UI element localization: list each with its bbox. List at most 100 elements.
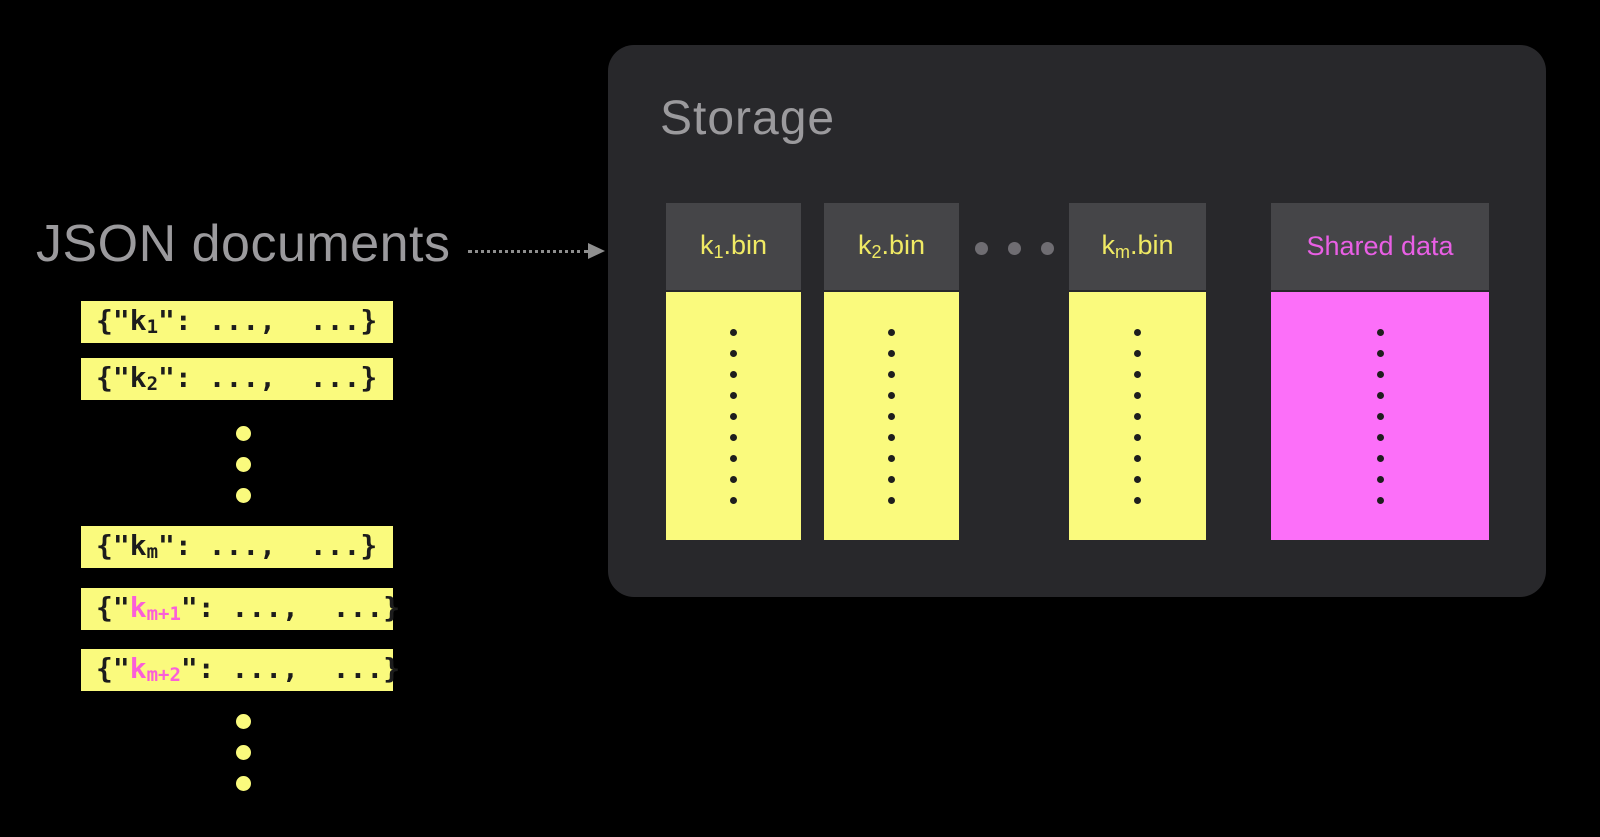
bin-key: k (1101, 230, 1115, 260)
storage-title: Storage (660, 92, 836, 145)
json-doc-km1: {"km+1": ..., ...} (81, 588, 400, 630)
dot (236, 426, 251, 441)
dot (1134, 391, 1141, 399)
dot (1376, 349, 1384, 357)
bin-k1-header: k1.bin (666, 203, 801, 290)
dot (1008, 242, 1021, 255)
dot (1134, 370, 1141, 378)
dot (236, 745, 251, 760)
bin-key-subscript: 2 (871, 242, 882, 262)
doc-rest: ": ..., ...} (158, 529, 378, 562)
dot (888, 475, 895, 483)
json-documents-label: JSON documents (36, 215, 451, 273)
dot (1041, 242, 1054, 255)
dot (888, 391, 895, 399)
dot (1376, 454, 1384, 462)
dot (730, 412, 737, 420)
bin-suffix: .bin (723, 230, 768, 260)
bin-k1-body (666, 292, 801, 540)
bin-key: k (699, 230, 714, 260)
ellipsis-bins (975, 242, 1054, 255)
doc-key-subscript: m+1 (146, 603, 181, 625)
dot (888, 328, 895, 336)
bin-key: k (857, 230, 872, 260)
dot (1376, 412, 1384, 420)
dot (888, 496, 895, 504)
dot (975, 242, 988, 255)
doc-open: {" (96, 529, 130, 562)
doc-key-subscript: m (146, 541, 159, 563)
dot (236, 457, 251, 472)
dot (730, 475, 737, 483)
doc-rest: ": ..., ...} (158, 361, 378, 394)
bin-shared-data: Shared data (1271, 203, 1489, 540)
dot (730, 496, 737, 504)
dot (888, 412, 895, 420)
dot (730, 391, 737, 399)
json-doc-km: {"km": ..., ...} (81, 526, 393, 568)
bin-km-body (1069, 292, 1206, 540)
bin-key-subscript: 1 (713, 242, 724, 262)
dot (236, 488, 251, 503)
doc-text: {"k2": ..., ...} (96, 364, 377, 394)
dot (1134, 412, 1141, 420)
doc-open: {" (96, 591, 130, 624)
doc-rest: ": ..., ...} (158, 304, 378, 337)
dot (730, 370, 737, 378)
bin-km: km.bin (1069, 203, 1206, 540)
doc-open: {" (96, 652, 130, 685)
bin-shared-label: Shared data (1306, 231, 1454, 261)
bin-k2: k2.bin (824, 203, 959, 540)
bin-key-subscript: m (1114, 242, 1130, 262)
arrow-dotted-line (468, 250, 588, 253)
dot (1134, 433, 1141, 441)
doc-key: k (129, 361, 147, 394)
dot (730, 454, 737, 462)
dot (1134, 496, 1141, 504)
dot (1376, 391, 1384, 399)
bin-suffix: .bin (881, 230, 926, 260)
dot (888, 454, 895, 462)
bin-k2-header: k2.bin (824, 203, 959, 290)
dot (1376, 496, 1384, 504)
storage-panel: Storage k1.bin k2.bin km.bin Shared data (608, 45, 1546, 597)
json-doc-k1: {"k1": ..., ...} (81, 301, 393, 343)
doc-text: {"km+2": ..., ...} (96, 655, 400, 685)
bin-suffix: .bin (1129, 230, 1174, 260)
dot (236, 714, 251, 729)
bin-shared-header: Shared data (1271, 203, 1489, 290)
dot (1376, 370, 1384, 378)
bin-k2-body (824, 292, 959, 540)
ellipsis-docs-upper (236, 426, 251, 503)
dot (1134, 328, 1141, 336)
dot (1134, 475, 1141, 483)
doc-rest: ": ..., ...} (180, 652, 401, 685)
doc-text: {"km+1": ..., ...} (96, 594, 400, 624)
doc-key: k (129, 652, 147, 685)
doc-open: {" (96, 361, 130, 394)
dot (888, 370, 895, 378)
doc-key: k (129, 304, 147, 337)
dot (730, 433, 737, 441)
bin-km-header: km.bin (1069, 203, 1206, 290)
doc-key-subscript: m+2 (146, 664, 181, 686)
doc-key-subscript: 1 (146, 316, 159, 338)
dot (730, 328, 737, 336)
dot (888, 349, 895, 357)
dot (1134, 454, 1141, 462)
json-doc-km2: {"km+2": ..., ...} (81, 649, 400, 691)
json-doc-k2: {"k2": ..., ...} (81, 358, 393, 400)
doc-text: {"k1": ..., ...} (96, 307, 377, 337)
bin-k1-label: k1.bin (699, 230, 768, 262)
doc-key: k (129, 591, 147, 624)
doc-key: k (129, 529, 147, 562)
doc-rest: ": ..., ...} (180, 591, 401, 624)
dot (730, 349, 737, 357)
doc-text: {"km": ..., ...} (96, 532, 377, 562)
dot (888, 433, 895, 441)
ellipsis-docs-lower (236, 714, 251, 791)
bin-shared-body (1271, 292, 1489, 540)
doc-open: {" (96, 304, 130, 337)
dot (236, 776, 251, 791)
